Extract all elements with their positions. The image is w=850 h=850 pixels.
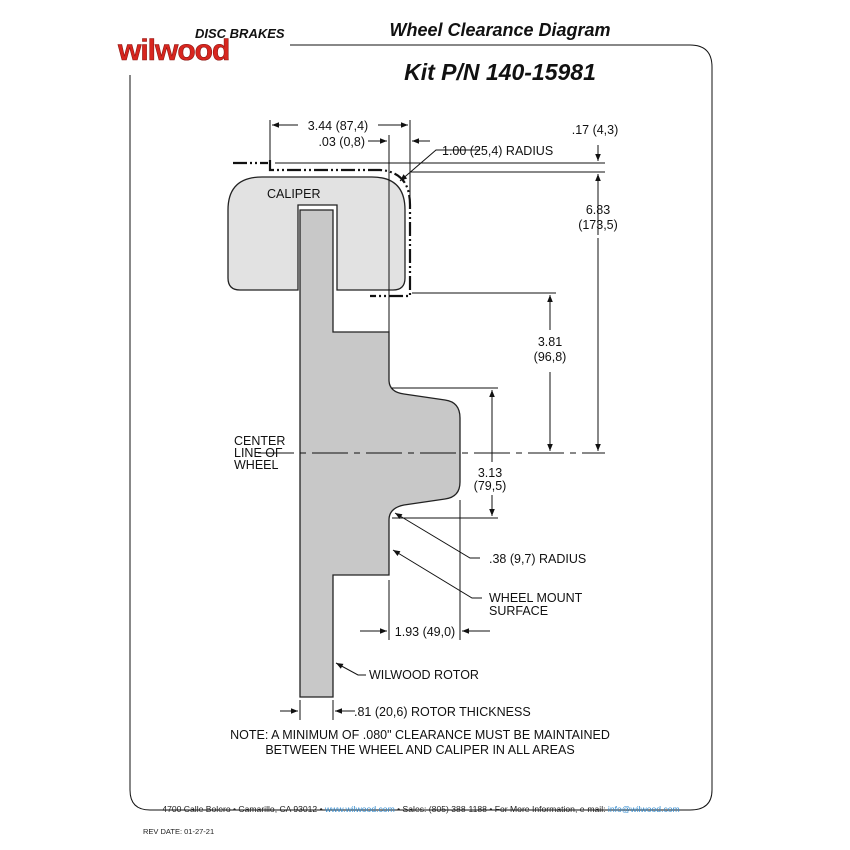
caliper-label: CALIPER — [267, 187, 321, 201]
rotor-label: WILWOOD ROTOR — [369, 668, 479, 682]
footer-address: 4700 Calle Bolero • Camarillo, CA 93012 … — [162, 804, 322, 814]
dim-radius-0-38: .38 (9,7) RADIUS — [489, 552, 586, 566]
dim-0-81: .81 (20,6) ROTOR THICKNESS — [354, 705, 531, 719]
dim-3-81: 3.81 — [538, 335, 562, 349]
svg-text:DISC BRAKES: DISC BRAKES — [195, 26, 285, 41]
dim-1-93: 1.93 (49,0) — [395, 625, 455, 639]
caliper-shape — [227, 176, 406, 291]
footer-website-link[interactable]: www.wilwood.com — [324, 804, 395, 814]
wheel-mount-label: WHEEL MOUNT — [489, 591, 583, 605]
dim-6-83: 6.83 — [586, 203, 610, 217]
dimension-labels: 3.44 (87,4) .03 (0,8) 1.00 (25,4) RADIUS… — [230, 119, 618, 757]
dim-3-81-mm: (96,8) — [534, 350, 567, 364]
footer-sales: • Sales: (805) 388-1188 • For More Infor… — [397, 804, 605, 814]
wheel-mount-label-2: SURFACE — [489, 604, 548, 618]
clearance-note-2: BETWEEN THE WHEEL AND CALIPER IN ALL ARE… — [265, 743, 574, 757]
center-line-label-2: LINE OF — [234, 446, 283, 460]
rev-date: REV DATE: 01-27-21 — [143, 827, 214, 836]
dim-3-44: 3.44 (87,4) — [308, 119, 368, 133]
dim-0-17: .17 (4,3) — [572, 123, 619, 137]
wilwood-logo: DISC BRAKES wilwood — [117, 26, 285, 67]
dim-3-13-mm: (79,5) — [474, 479, 507, 493]
dim-radius-1-00: 1.00 (25,4) RADIUS — [442, 144, 553, 158]
dimension-lines — [269, 120, 605, 720]
footer-email-link[interactable]: info@wilwood.com — [608, 804, 680, 814]
center-line-label: CENTER — [234, 434, 285, 448]
page-frame — [129, 44, 713, 811]
svg-text:wilwood: wilwood — [117, 34, 229, 67]
dim-0-03: .03 (0,8) — [318, 135, 365, 149]
center-line-label-3: WHEEL — [234, 458, 279, 472]
diagram-title: Wheel Clearance Diagram — [389, 20, 610, 40]
dim-6-83-mm: (173,5) — [578, 218, 618, 232]
dim-3-13: 3.13 — [478, 466, 502, 480]
footer-contact: 4700 Calle Bolero • Camarillo, CA 93012 … — [162, 804, 679, 814]
kit-part-number: Kit P/N 140-15981 — [404, 59, 596, 85]
clearance-note: NOTE: A MINIMUM OF .080" CLEARANCE MUST … — [230, 728, 610, 742]
